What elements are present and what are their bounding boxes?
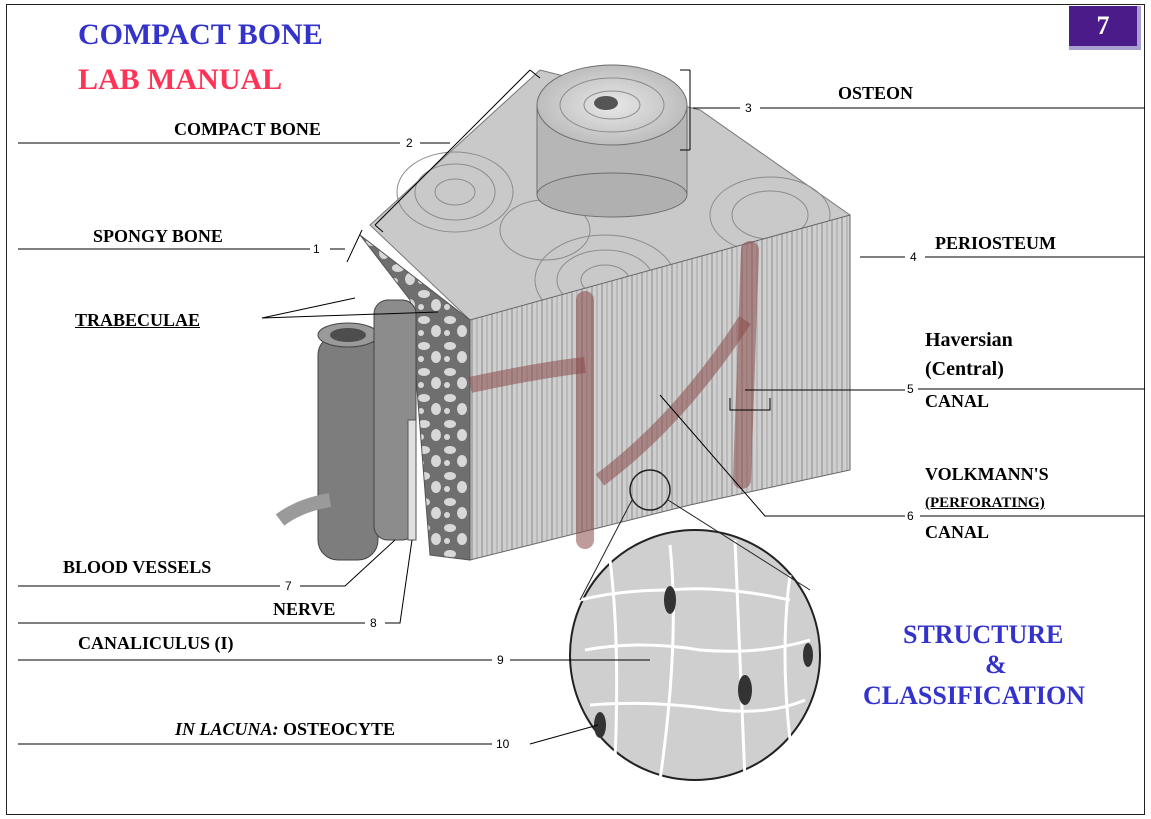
- label-trabeculae: TRABECULAE: [75, 311, 200, 329]
- label-haversian-1: Haversian: [925, 330, 1013, 350]
- label-osteocyte: IN LACUNA: OSTEOCYTE: [175, 720, 395, 738]
- osteon-cylinder: [537, 65, 687, 217]
- label-blood-vessels: BLOOD VESSELS: [63, 558, 211, 576]
- number-6: 6: [907, 509, 914, 523]
- label-volkmann-3: CANAL: [925, 523, 989, 541]
- label-osteon: OSTEON: [838, 84, 913, 102]
- label-osteocyte-text: OSTEOCYTE: [283, 719, 395, 739]
- side-note-ampersand: &: [985, 652, 1007, 678]
- number-8: 8: [370, 616, 377, 630]
- label-haversian-3: CANAL: [925, 392, 989, 410]
- number-3: 3: [745, 101, 752, 115]
- label-canaliculus: CANALICULUS (I): [78, 634, 234, 652]
- number-4: 4: [910, 250, 917, 264]
- label-nerve: NERVE: [273, 600, 335, 618]
- blood-vessel-tube: [280, 300, 416, 560]
- side-note-classification: CLASSIFICATION: [863, 683, 1085, 709]
- side-note-structure: STRUCTURE: [903, 622, 1063, 648]
- label-compact-bone: COMPACT BONE: [174, 120, 321, 138]
- label-haversian-2: (Central): [925, 359, 1004, 379]
- number-7: 7: [285, 579, 292, 593]
- label-volkmann-1: VOLKMANN'S: [925, 465, 1049, 483]
- number-10: 10: [496, 737, 510, 751]
- number-9: 9: [497, 653, 504, 667]
- label-spongy-bone: SPONGY BONE: [93, 227, 223, 245]
- label-lacuna-prefix: IN LACUNA:: [175, 719, 279, 739]
- label-volkmann-2: (PERFORATING): [925, 496, 1045, 511]
- page-title: COMPACT BONE: [78, 20, 323, 50]
- number-2: 2: [406, 136, 413, 150]
- number-5: 5: [907, 382, 914, 396]
- number-1: 1: [313, 242, 320, 256]
- page-subtitle: LAB MANUAL: [78, 65, 282, 95]
- page-number-badge: 7: [1069, 6, 1141, 50]
- label-periosteum: PERIOSTEUM: [935, 234, 1056, 252]
